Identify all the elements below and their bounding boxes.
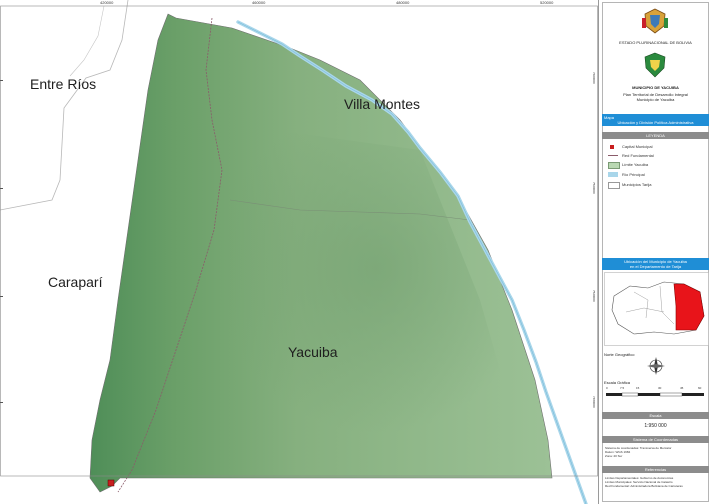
- legend-item-road: Red Fundamental: [608, 153, 654, 158]
- legend-item-river: Río Principal: [608, 172, 645, 177]
- map-label: Mapa: [604, 115, 615, 120]
- capital-municipal-marker[interactable]: [107, 479, 115, 487]
- refs-block: Límites Departamentales: Gobierno de Aut…: [605, 476, 707, 488]
- top-tick: 460000: [252, 0, 266, 5]
- left-tick: [0, 188, 3, 189]
- state-name: ESTADO PLURINACIONAL DE BOLIVIA: [619, 40, 692, 45]
- map-legend-panel: ESTADO PLURINACIONAL DE BOLIVIA MUNICIPI…: [600, 0, 711, 504]
- legend-item-yacuiba: Límite Yacuiba: [608, 162, 649, 169]
- top-tick: 420000: [100, 0, 114, 5]
- label-entre-rios: Entre Ríos: [30, 76, 97, 92]
- coords-block: Sistema de coordenadas: Transversa de Me…: [605, 446, 707, 458]
- capital-swatch: [610, 145, 614, 149]
- label-carapari: Caraparí: [48, 274, 103, 290]
- road-swatch: [608, 155, 618, 156]
- map-title: Ubicación y División Política Administra…: [617, 120, 694, 125]
- north-label: Norte Geográfico: [604, 352, 635, 357]
- left-tick: [0, 80, 3, 81]
- inset-locator-map[interactable]: [604, 272, 709, 346]
- coords-line: Datum: WGS 1984: [605, 450, 631, 454]
- north-arrow-icon: [647, 357, 665, 375]
- map-frame[interactable]: 420000 460000 480000 520000 7600000 7560…: [0, 0, 599, 504]
- right-tick: 7520000: [592, 290, 596, 302]
- municipal-emblem-icon: [644, 52, 666, 78]
- map-neatline: [0, 5, 598, 477]
- label-villa-montes: Villa Montes: [344, 96, 421, 112]
- municipalities-swatch: [608, 182, 620, 189]
- right-tick: 7560000: [592, 182, 596, 194]
- right-tick: 7600000: [592, 72, 596, 84]
- scale-header: Escala: [602, 412, 709, 419]
- inset-title-line2: en el Departamento de Tarija: [629, 264, 682, 269]
- scale-tick: 60: [698, 386, 702, 390]
- coords-line: Zona: 20 Sur: [605, 454, 623, 458]
- inset-yacuiba-highlight: [673, 283, 705, 331]
- inset-title-line1: Ubicación del Municipio de Yacuiba: [624, 259, 687, 264]
- legend-label: Capital Municipal: [622, 144, 653, 149]
- municipality-outline-extra: [69, 5, 105, 77]
- legend-label: Red Fundamental: [622, 153, 654, 158]
- refs-line: Red Fundamental: Administradora Bolivian…: [605, 484, 683, 488]
- scale-tick: 0: [606, 386, 608, 390]
- plan-title-line1: Plan Territorial de Desarrollo Integral: [623, 92, 688, 97]
- right-tick: 7480000: [592, 396, 596, 408]
- refs-line: Límites Departamentales: Gobierno de Aut…: [605, 476, 674, 480]
- scale-bar: [606, 392, 704, 397]
- municipality-outline-entre-rios: [0, 0, 129, 211]
- interior-boundary: [229, 199, 471, 221]
- scale-graphic-label: Escala Gráfica: [604, 380, 631, 385]
- scale-tick: 7.5: [620, 386, 625, 390]
- legend-item-municipalities: Municipios Tarija: [608, 182, 652, 189]
- label-yacuiba: Yacuiba: [288, 344, 338, 360]
- coords-line: Sistema de coordenadas: Transversa de Me…: [605, 446, 672, 450]
- top-tick: 520000: [540, 0, 554, 5]
- legend-label: Límite Yacuiba: [622, 162, 649, 167]
- scale-value: 1:950 000: [644, 423, 667, 429]
- scale-tick: 15: [636, 386, 640, 390]
- inset-title-bar: Ubicación del Municipio de Yacuiba en el…: [602, 258, 709, 270]
- left-tick: [0, 402, 3, 403]
- legend-item-capital: Capital Municipal: [608, 144, 652, 149]
- legend-label: Municipios Tarija: [622, 182, 652, 187]
- top-tick: 480000: [396, 0, 410, 5]
- yacuiba-swatch: [608, 162, 620, 169]
- legend-label: Río Principal: [622, 172, 645, 177]
- road-red-fundamental: [117, 17, 223, 493]
- municipality-name: MUNICIPIO DE YACUIBA: [632, 85, 679, 90]
- map-canvas[interactable]: [0, 0, 598, 504]
- map-title-bar: Mapa Ubicación y División Política Admin…: [602, 114, 709, 126]
- panel-border: [602, 2, 709, 502]
- coords-header: Sistema de Coordenadas: [602, 436, 709, 443]
- refs-header: Referencias: [602, 466, 709, 473]
- refs-line: Límites Municipales: Servicio Nacional d…: [605, 480, 673, 484]
- legend-header: LEYENDA: [602, 132, 709, 139]
- plan-title-line2: Municipio de Yacuiba: [636, 97, 675, 102]
- bolivia-coat-of-arms-icon: [642, 8, 668, 34]
- scale-tick: 30: [658, 386, 662, 390]
- relief-shading: [200, 120, 520, 450]
- left-tick: [0, 296, 3, 297]
- river-swatch: [608, 172, 618, 177]
- river-outline: [237, 21, 587, 504]
- scale-tick: 45: [680, 386, 684, 390]
